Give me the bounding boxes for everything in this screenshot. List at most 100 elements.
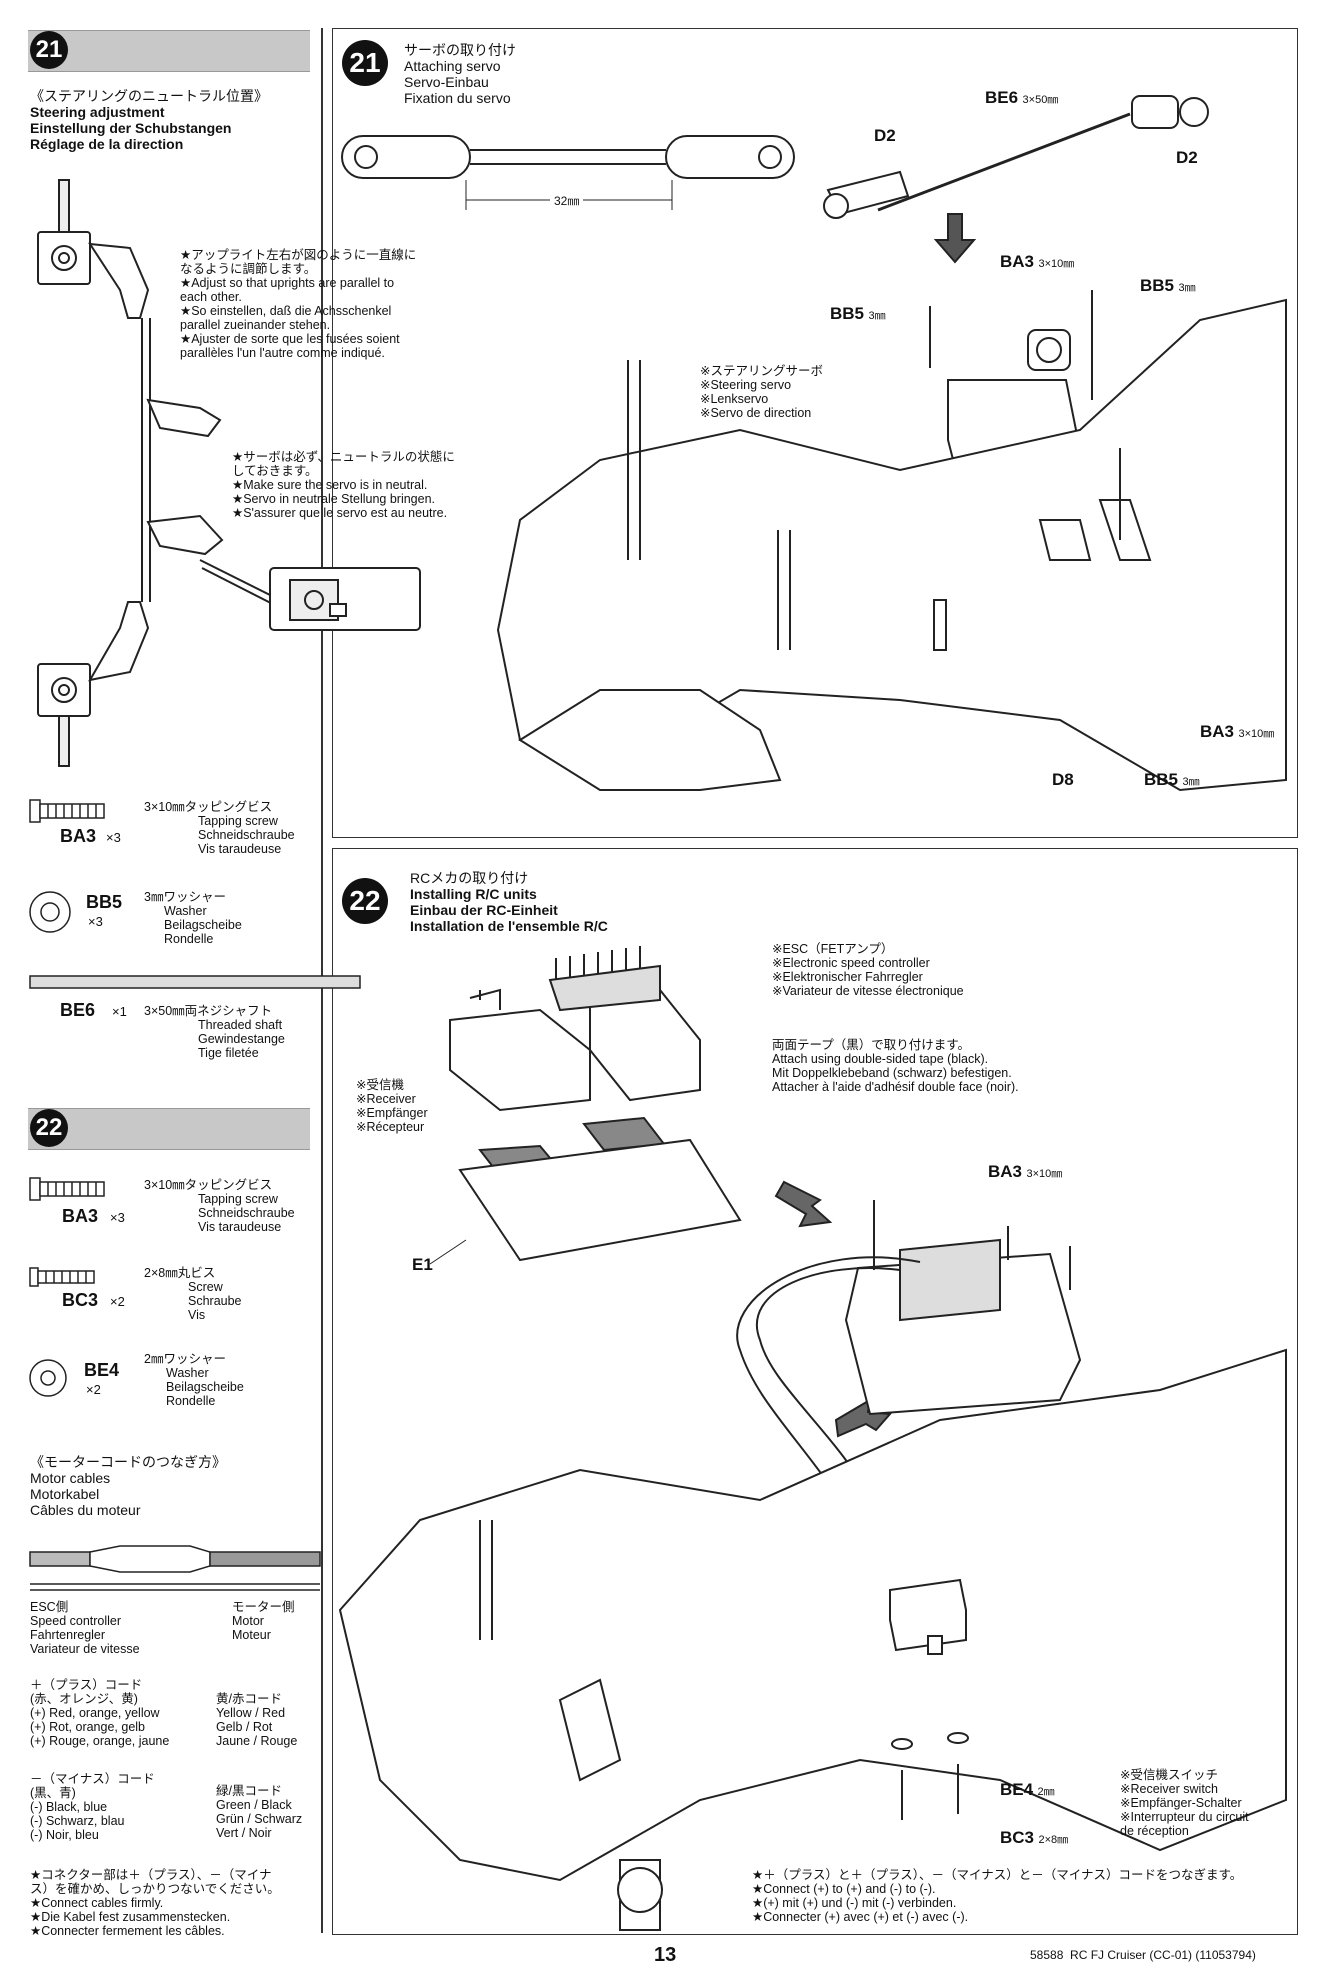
note-line: ★Die Kabel fest zusammenstecken. xyxy=(30,1910,231,1924)
desc-line: Rondelle xyxy=(166,1394,216,1408)
d8-callout: D8 xyxy=(1052,770,1074,789)
rod-length-dimension: 32㎜ xyxy=(550,192,584,209)
label-line: Yellow / Red xyxy=(216,1706,286,1720)
connector-note: ★コネクター部は＋（プラス）、－（マイナ ス）を確かめ、しっかりつないでください… xyxy=(30,1868,280,1938)
be4-code: BE4 xyxy=(1000,1780,1034,1799)
label-line: Gelb / Rot xyxy=(216,1720,273,1734)
note-line: ★(+) mit (+) und (-) mit (-) verbinden. xyxy=(752,1896,957,1910)
label-line: (-) Noir, bleu xyxy=(30,1828,99,1842)
label-line: ※受信機 xyxy=(356,1078,404,1092)
label-line: Speed controller xyxy=(30,1614,122,1628)
note-line: ス）を確かめ、しっかりつないでください。 xyxy=(30,1882,280,1896)
e1-callout: E1 xyxy=(412,1255,433,1274)
note-line: なるように調節します。 xyxy=(180,262,317,276)
label-line: (+) Rouge, orange, jaune xyxy=(30,1734,170,1748)
label-line: ※Récepteur xyxy=(356,1120,425,1134)
be4-callout: BE4 2㎜ xyxy=(1000,1780,1055,1800)
upright-parallel-note: ★アップライト左右が図のように一直線に なるように調節します。 ★Adjust … xyxy=(180,248,416,360)
ba3-size: 3×10㎜ xyxy=(1038,258,1075,270)
part-be6-qty: ×1 xyxy=(112,1004,127,1019)
note-line: ★Adjust so that uprights are parallel to xyxy=(180,276,395,290)
step22-panel xyxy=(332,848,1298,1935)
part-be4-code: BE4 xyxy=(84,1360,120,1380)
servo-neutral-note: ★サーボは必ず、ニュートラルの状態に しておきます。 ★Make sure th… xyxy=(232,450,455,520)
note-line: ★Connecter (+) avec (+) et (-) avec (-). xyxy=(752,1910,969,1924)
part-bb5-code: BB5 xyxy=(86,892,123,912)
esc-side-label: ESC側 Speed controller Fahrtenregler Vari… xyxy=(30,1600,140,1656)
steering-servo-label: ※ステアリングサーボ ※Steering servo ※Lenkservo ※S… xyxy=(700,364,823,420)
note-line: ★アップライト左右が図のように一直線に xyxy=(180,248,417,262)
note-line: ★So einstellen, daß die Achsschenkel xyxy=(180,304,392,318)
desc-line: Tapping screw xyxy=(198,814,278,828)
title-line: Câbles du moteur xyxy=(30,1502,141,1518)
note-line: ★サーボは必ず、ニュートラルの状態に xyxy=(232,450,455,464)
double-sided-tape-note: 両面テープ（黒）で取り付けます。 Attach using double-sid… xyxy=(772,1038,1019,1094)
desc-line: Screw xyxy=(188,1280,223,1294)
label-line: ＋（プラス）コード xyxy=(30,1678,143,1692)
bb5-size: 3㎜ xyxy=(868,310,886,322)
label-line: ※ESC（FETアンプ） xyxy=(772,942,894,956)
label-line: ※Interrupteur du circuit xyxy=(1120,1810,1249,1824)
desc-line: Gewindestange xyxy=(198,1032,285,1046)
panel21-title: サーボの取り付け Attaching servo Servo-Einbau Fi… xyxy=(404,42,516,106)
label-line: ※Electronic speed controller xyxy=(772,956,930,970)
desc-line: 3㎜ワッシャー xyxy=(144,890,226,904)
note-line: Mit Doppelklebeband (schwarz) befestigen… xyxy=(772,1066,1012,1080)
part-bb5-qty: ×3 xyxy=(88,914,103,929)
label-line: －（マイナス）コード xyxy=(30,1772,155,1786)
label-line: ※Receiver switch xyxy=(1120,1782,1218,1796)
panel21-number-badge: 21 xyxy=(342,40,388,86)
ba3-code: BA3 xyxy=(1000,252,1035,271)
d2-right-callout: D2 xyxy=(1176,148,1198,167)
label-line: ※Empfänger-Schalter xyxy=(1120,1796,1242,1810)
label-line: ※Receiver xyxy=(356,1092,416,1106)
label-line: 緑/黒コード xyxy=(216,1784,282,1798)
label-line: Green / Black xyxy=(216,1798,292,1812)
desc-line: Beilagscheibe xyxy=(164,918,242,932)
step21-header-bar xyxy=(28,30,310,72)
note-line: しておきます。 xyxy=(232,464,318,478)
desc-line: Beilagscheibe xyxy=(166,1380,244,1394)
label-line: Variateur de vitesse xyxy=(30,1642,140,1656)
part-ba3-qty: ×3 xyxy=(106,830,121,845)
label-line: ESC側 xyxy=(30,1600,69,1614)
esc-label: ※ESC（FETアンプ） ※Electronic speed controlle… xyxy=(772,942,964,998)
receiver-switch-label: ※受信機スイッチ ※Receiver switch ※Empfänger-Sch… xyxy=(1120,1768,1249,1838)
label-line: Fahrtenregler xyxy=(30,1628,106,1642)
desc-line: 2㎜ワッシャー xyxy=(144,1352,226,1366)
ba3-code: BA3 xyxy=(1200,722,1235,741)
title-line: Motorkabel xyxy=(30,1486,100,1502)
bc3-code: BC3 xyxy=(1000,1828,1035,1847)
bb5-top-right-callout: BB5 3㎜ xyxy=(1140,276,1196,296)
desc-line: Vis xyxy=(188,1308,206,1322)
steering-adjustment-title: 《ステアリングのニュートラル位置》 Steering adjustment Ei… xyxy=(30,88,268,152)
note-line: ★Ajuster de sorte que les fusées soient xyxy=(180,332,400,346)
part-ba3-code: BA3 xyxy=(62,1206,99,1226)
step21-number-badge: 21 xyxy=(30,31,68,69)
bb5-code: BB5 xyxy=(830,304,865,323)
note-line: ★＋（プラス）と＋（プラス）、－（マイナス）と－（マイナス）コードをつなぎます。 xyxy=(752,1868,1243,1882)
bc3-callout: BC3 2×8㎜ xyxy=(1000,1828,1068,1848)
label-line: (-) Black, blue xyxy=(30,1800,108,1814)
title-line: RCメカの取り付け xyxy=(410,870,529,886)
note-line: ★コネクター部は＋（プラス）、－（マイナ xyxy=(30,1868,272,1882)
title-line: 《ステアリングのニュートラル位置》 xyxy=(30,88,268,104)
title-line: サーボの取り付け xyxy=(404,42,516,58)
ba3-callout: BA3 3×10㎜ xyxy=(988,1162,1062,1182)
part-ba3-description: 3×10㎜タッピングビス Tapping screw Schneidschrau… xyxy=(144,800,295,856)
be4-size: 2㎜ xyxy=(1037,1786,1055,1798)
title-line: Attaching servo xyxy=(404,58,501,74)
bb5-size: 3㎜ xyxy=(1178,282,1196,294)
label-line: (+) Rot, orange, gelb xyxy=(30,1720,145,1734)
note-line: ★Servo in neutrale Stellung bringen. xyxy=(232,492,435,506)
bb5-bottom-callout: BB5 3㎜ xyxy=(1144,770,1200,790)
label-line: ※Variateur de vitesse électronique xyxy=(772,984,964,998)
note-line: parallel zueinander stehen. xyxy=(180,318,331,332)
note-line: Attacher à l'aide d'adhésif double face … xyxy=(772,1080,1019,1094)
ba3-top-callout: BA3 3×10㎜ xyxy=(1000,252,1074,272)
bc3-size: 2×8㎜ xyxy=(1038,1834,1069,1846)
desc-line: Washer xyxy=(166,1366,209,1380)
note-line: 両面テープ（黒）で取り付けます。 xyxy=(772,1038,971,1052)
label-line: ※Lenkservo xyxy=(700,392,769,406)
part-ba3-qty: ×3 xyxy=(110,1210,125,1225)
